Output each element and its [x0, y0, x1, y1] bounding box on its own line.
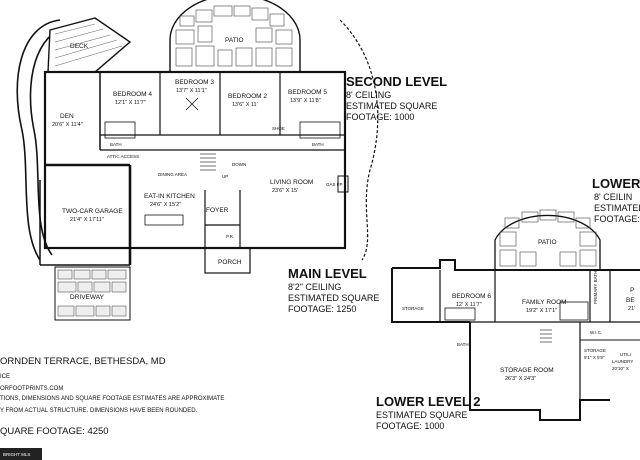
bedroom6-label: BEDROOM 6: [452, 293, 491, 300]
pr-label: P.R.: [226, 234, 234, 239]
kitchen-island: [144, 214, 184, 226]
main-stairs: [200, 153, 216, 171]
caption-total-footage: QUARE FOOTAGE: 4250: [0, 426, 109, 437]
storage-room-dimension: 26'3" X 24'3": [505, 376, 536, 382]
watermark: BRIGHT MLS: [0, 448, 42, 460]
lower-level-1-title: LOWER L: [592, 176, 640, 191]
bedroom6-dimension: 12' X 11'7": [456, 302, 482, 308]
lower-bath-label: BATH: [457, 342, 469, 347]
driveway-label: DRIVEWAY: [70, 294, 105, 301]
kitchen-dimension: 24'6" X 15'2": [150, 202, 181, 208]
lower-level-patio: PATIO: [494, 209, 601, 271]
bedroom5-label: BEDROOM 5: [288, 89, 327, 96]
living-label: LIVING ROOM: [270, 179, 313, 186]
shoe-label: SHOE: [272, 126, 285, 131]
lower-level-building: [391, 259, 640, 421]
lower-stairs: [540, 329, 552, 343]
main-building: [39, 70, 349, 274]
driveway: DRIVEWAY: [54, 266, 131, 321]
garden-path: [16, 19, 71, 261]
porch-label: PORCH: [218, 259, 242, 266]
storage2-label: STORAGE: [584, 348, 606, 353]
caption-disclaimer-1: TIONS, DIMENSIONS AND SQUARE FOOTAGE EST…: [0, 396, 224, 402]
main-level-est: ESTIMATED SQUARE: [288, 293, 379, 303]
living-dimension: 23'6" X 15': [272, 188, 298, 194]
bedroom2-dimension: 13'6" X 11': [232, 102, 258, 108]
down-label: DOWN: [232, 162, 246, 167]
foyer-label: FOYER: [206, 207, 229, 214]
main-level-title: MAIN LEVEL: [288, 266, 367, 281]
lower-level-1-ceiling: 8' CEILIN: [594, 192, 632, 202]
caption-website: ORFOOTPRINTS.COM: [0, 386, 63, 392]
bath-label-right: BATH: [312, 142, 324, 147]
main-level-footage: FOOTAGE: 1250: [288, 304, 356, 314]
wic-label: W.I.C.: [590, 330, 602, 335]
laundry-label: LAUNDRY: [612, 359, 633, 364]
deck: DECK: [47, 17, 132, 73]
second-level-ceiling: 8' CEILING: [346, 90, 391, 100]
den-dimension: 20'6" X 11'4": [52, 122, 83, 128]
storage-room-label: STORAGE ROOM: [500, 367, 554, 374]
primary-bath-label: PRIMARY BATH: [593, 271, 598, 304]
partial-bedroom-label: BE: [626, 297, 635, 304]
laundry-dimension: 20'10" X: [612, 366, 629, 371]
bedroom3-floor-mark: [185, 97, 199, 111]
right-walkway: [339, 19, 379, 261]
watermark-text: BRIGHT MLS: [3, 452, 30, 457]
lower-level-2-title-block: LOWER LEVEL 2 ESTIMATED SQUARE FOOTAGE: …: [376, 394, 481, 431]
partial-pr-label: P: [630, 287, 634, 294]
partial-bedroom-dimension: 21': [628, 306, 635, 312]
bedroom2-label: BEDROOM 2: [228, 93, 267, 100]
caption-address: ORNDEN TERRACE, BETHESDA, MD: [0, 356, 166, 367]
garage-dimension: 21'4" X 17'11": [70, 217, 104, 223]
lower-level-2-footage: FOOTAGE: 1000: [376, 421, 444, 431]
main-level-ceiling: 8'2" CEILING: [288, 282, 341, 292]
lower-storage-label: STORAGE: [402, 306, 424, 311]
den-label: DEN: [60, 113, 74, 120]
lower-level-2-title: LOWER LEVEL 2: [376, 394, 481, 409]
caption-block: ORNDEN TERRACE, BETHESDA, MD ICE ORFOOTP…: [0, 356, 224, 437]
top-patio: PATIO: [169, 0, 301, 73]
caption-line2: ICE: [0, 374, 10, 380]
lower-level-1-est: ESTIMATED: [594, 203, 640, 213]
utility-label: UTILI: [620, 352, 631, 357]
main-level-title-block: MAIN LEVEL 8'2" CEILING ESTIMATED SQUARE…: [288, 266, 379, 314]
deck-label: DECK: [70, 43, 89, 50]
bedroom4-label: BEDROOM 4: [113, 91, 152, 98]
patio-label: PATIO: [225, 37, 244, 44]
attic-label: ATTIC ACCESS: [107, 154, 139, 159]
bath-label-left: BATH: [110, 142, 122, 147]
dining-label: DINING AREA: [158, 172, 187, 177]
second-level-title-block: SECOND LEVEL 8' CEILING ESTIMATED SQUARE…: [346, 74, 447, 122]
bedroom3-label: BEDROOM 3: [175, 79, 214, 86]
second-level-est: ESTIMATED SQUARE: [346, 101, 437, 111]
storage2-dimension: 9'1" X 5'9": [584, 355, 605, 360]
second-level-footage: FOOTAGE: 1000: [346, 112, 414, 122]
family-room-dimension: 19'2" X 17'1": [526, 308, 557, 314]
kitchen-label: EAT-IN KITCHEN: [144, 193, 195, 200]
bedroom5-dimension: 13'9" X 11'8": [290, 98, 321, 104]
lower-level-1-title-block: LOWER L 8' CEILIN ESTIMATED FOOTAGE: 1: [592, 176, 640, 224]
family-room-label: FAMILY ROOM: [522, 299, 567, 306]
garage-label: TWO-CAR GARAGE: [62, 208, 123, 215]
caption-disclaimer-2: Y FROM ACTUAL STRUCTURE. DIMENSIONS HAVE…: [0, 408, 198, 414]
lower-level-2-est: ESTIMATED SQUARE: [376, 410, 467, 420]
lower-patio-label: PATIO: [538, 239, 557, 246]
fireplace-label: GAS FP: [326, 182, 343, 187]
lower-level-1-footage: FOOTAGE: 1: [594, 214, 640, 224]
bedroom3-dimension: 13'7" X 11'1": [176, 88, 207, 94]
up-label: UP: [222, 174, 228, 179]
second-level-title: SECOND LEVEL: [346, 74, 447, 89]
bedroom4-dimension: 12'1" X 11'7": [115, 100, 146, 106]
